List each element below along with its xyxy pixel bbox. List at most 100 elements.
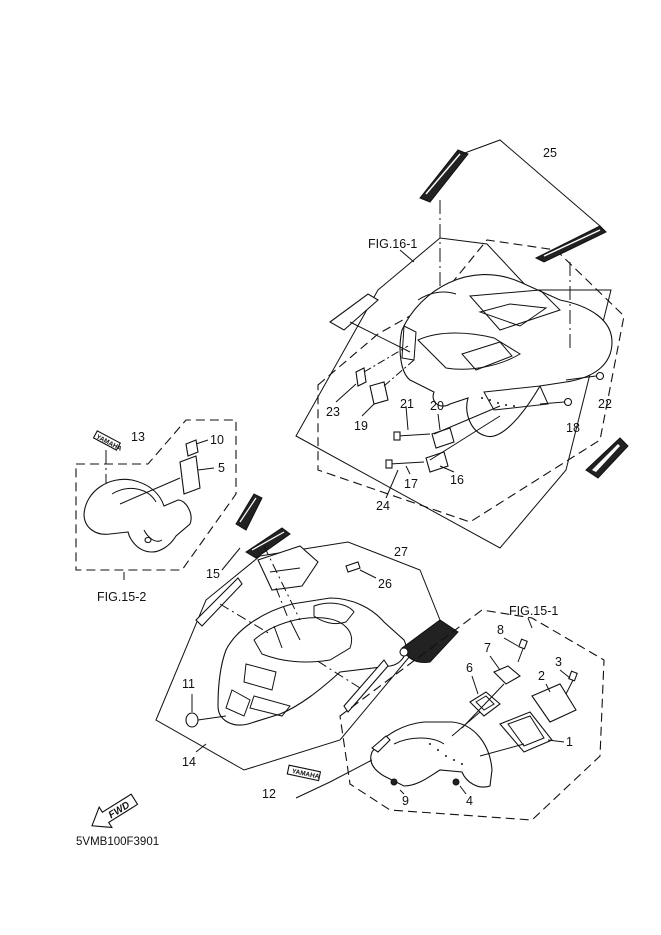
part-label-24: 24 — [376, 499, 390, 513]
leader-line — [433, 405, 501, 435]
rear-fender-hole — [489, 399, 491, 401]
decal-25-upper-stripe — [425, 153, 461, 195]
leader-line-1 — [547, 739, 565, 743]
part-label-3: 3 — [555, 655, 562, 669]
fender-15-1-hole — [453, 759, 455, 761]
part-label-26: 26 — [378, 577, 392, 591]
front-cover-hole — [144, 536, 152, 544]
part-27-contour — [269, 567, 301, 573]
yamaha-decal-13-plate — [92, 430, 121, 451]
leader-line-26 — [359, 569, 377, 579]
part-label-17: 17 — [404, 477, 418, 491]
leader-line — [461, 683, 505, 729]
fig-15-2-group: YAMAHA 13 10 5 FIG.15-2 — [75, 419, 237, 604]
plate-1-inner — [507, 715, 545, 747]
front-fender-vent — [225, 689, 251, 717]
part-label-7: 7 — [484, 641, 491, 655]
part-label-21: 21 — [400, 397, 414, 411]
part-label-22: 22 — [598, 397, 612, 411]
part-27-panel — [257, 545, 319, 591]
decal-15-upper — [235, 493, 263, 531]
fig-15-1-dashed-box — [339, 609, 605, 821]
fender-15-1-hole — [461, 763, 463, 765]
front-reflector-left — [195, 577, 243, 627]
leader-line-14 — [195, 743, 207, 753]
part-label-15: 15 — [206, 567, 220, 581]
front-fender-top — [253, 617, 352, 663]
leader-line-9 — [399, 789, 405, 795]
leader-line — [479, 743, 525, 757]
yamaha-decal-12-plate — [286, 764, 322, 782]
screw-17-head — [385, 459, 393, 469]
part-5 — [179, 455, 201, 495]
leader-line-8 — [503, 637, 519, 647]
rear-emblem-highlight — [592, 444, 620, 472]
fender-15-1-hole — [445, 755, 447, 757]
rear-fender — [399, 274, 613, 438]
leader-line-23 — [335, 383, 357, 403]
screw-3-head — [568, 670, 578, 682]
yamaha-decal-12: YAMAHA — [286, 764, 322, 782]
leader-line-20 — [437, 413, 441, 431]
fig-15-2-label: FIG.15-2 — [97, 590, 146, 604]
part-label-16: 16 — [450, 473, 464, 487]
rear-reflector-left — [328, 293, 379, 331]
leader-line-10 — [195, 439, 209, 445]
fender-15-1-hole — [437, 749, 439, 751]
rear-fender-hole — [481, 397, 483, 399]
front-fender-15-1 — [370, 721, 493, 788]
rear-fender-storage — [417, 332, 521, 370]
part-label-5: 5 — [218, 461, 225, 475]
leader-line-4 — [459, 785, 467, 795]
leader-line-21 — [405, 405, 409, 431]
screw-17-shank — [389, 461, 425, 465]
decal-25-upper — [419, 149, 469, 203]
yamaha-decal-13: YAMAHA — [92, 430, 123, 453]
leader-line-17 — [405, 465, 411, 475]
leader-line — [315, 659, 361, 689]
part-label-4: 4 — [466, 794, 473, 808]
plate-2 — [531, 683, 577, 723]
screw-8-head — [518, 638, 528, 650]
leader-line-25 — [461, 139, 601, 227]
rear-fender-group: FIG.16-1 25 23 19 21 20 22 18 17 16 24 — [295, 139, 629, 549]
leader-line — [429, 415, 501, 461]
leader-line — [219, 603, 271, 635]
front-fender-outline — [155, 541, 441, 771]
screw-21-head — [393, 431, 401, 441]
leader-line-19 — [361, 403, 375, 417]
grommet-18 — [563, 397, 573, 407]
grommet-22 — [595, 371, 605, 381]
part-label-1: 1 — [566, 735, 573, 749]
sticker-11 — [185, 712, 199, 728]
front-cover-contour — [111, 487, 157, 503]
rear-fender-hole — [497, 402, 499, 404]
screw-21-shank — [397, 433, 431, 437]
part-label-6: 6 — [466, 661, 473, 675]
leader-line-15 — [221, 547, 241, 571]
rear-fender-hole — [505, 404, 507, 406]
part-label-18: 18 — [566, 421, 580, 435]
leader-line-7 — [489, 655, 501, 671]
decal-25-lower-stripe — [543, 229, 601, 257]
front-reflector-right — [343, 659, 389, 713]
part-label-23: 23 — [326, 405, 340, 419]
front-emblem-right — [401, 619, 459, 663]
part-label-10: 10 — [210, 433, 224, 447]
fig-16-1-pointer — [399, 249, 415, 263]
part-10 — [185, 439, 199, 457]
front-cover-15-2 — [83, 478, 192, 553]
rear-fender-rack-seat — [468, 289, 561, 331]
part-label-13: 13 — [131, 430, 145, 444]
fig-15-1-pointer — [527, 617, 533, 629]
leader-line — [383, 359, 415, 387]
leader-line — [275, 587, 289, 619]
leader-line-5 — [197, 467, 215, 471]
yamaha-decal-12-text: YAMAHA — [291, 768, 320, 781]
part-26 — [345, 561, 361, 573]
front-fender-group: 15 27 26 11 14 — [155, 493, 459, 771]
grommet-9 — [390, 778, 398, 786]
leader-line-12 — [295, 759, 373, 799]
front-fender-contour — [273, 619, 301, 649]
part-23 — [355, 367, 367, 387]
